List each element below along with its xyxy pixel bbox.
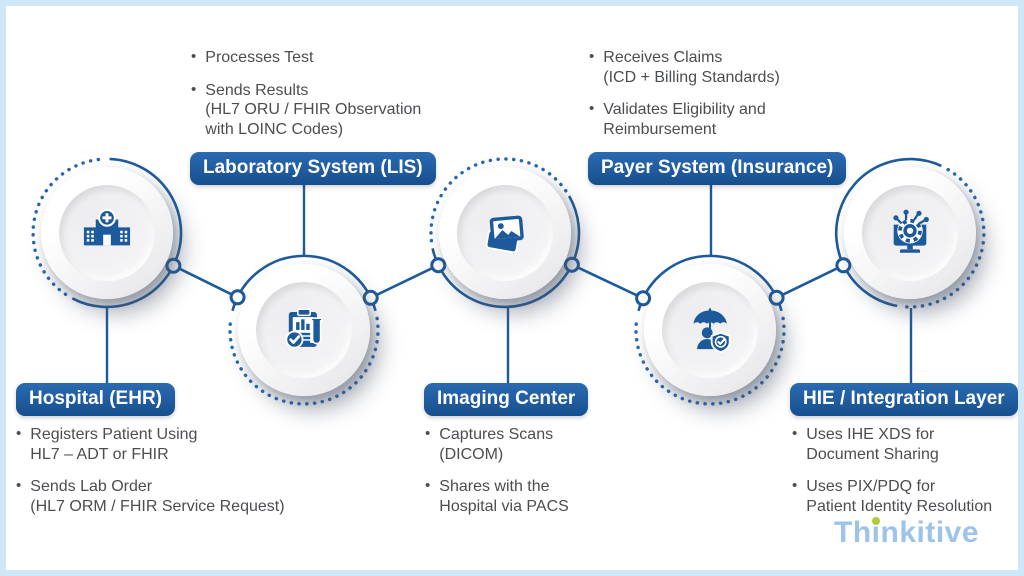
bullet-item: Sends Results (HL7 ORU / FHIR Observatio… xyxy=(191,81,451,140)
badge-laboratory-lis: Laboratory System (LIS) xyxy=(190,152,436,185)
bullets-hospital: Registers Patient Using HL7 – ADT or FHI… xyxy=(16,425,346,529)
node-circle-inner xyxy=(662,282,758,378)
medical-image-icon xyxy=(485,215,524,254)
node-circle-inner xyxy=(862,185,958,281)
bullet-item: Receives Claims (ICD + Billing Standards… xyxy=(589,48,849,87)
lab-report-test-tube-icon xyxy=(285,308,323,349)
node-circle-inner xyxy=(457,185,553,281)
bullets-laboratory: Processes Test Sends Results (HL7 ORU / … xyxy=(191,48,451,152)
bullet-item: Captures Scans (DICOM) xyxy=(425,425,625,464)
badge-payer-insurance: Payer System (Insurance) xyxy=(588,152,847,185)
node-circle-inner xyxy=(256,282,352,378)
badge-imaging-center: Imaging Center xyxy=(424,383,589,416)
bullet-item: Uses PIX/PDQ for Patient Identity Resolu… xyxy=(792,477,1022,516)
logo-letter-i-green-dot: i xyxy=(871,516,881,549)
badge-hie-integration: HIE / Integration Layer xyxy=(790,383,1018,416)
hospital-building-icon xyxy=(83,208,131,246)
bullets-imaging: Captures Scans (DICOM) Shares with the H… xyxy=(425,425,625,529)
node-circle-hospital xyxy=(41,167,173,299)
bullet-item: Registers Patient Using HL7 – ADT or FHI… xyxy=(16,425,346,464)
node-circle-laboratory xyxy=(238,264,370,396)
integration-monitor-gear-icon xyxy=(893,209,929,253)
thinkitive-logo: Thinkitive xyxy=(834,516,979,550)
bullet-item: Processes Test xyxy=(191,48,451,68)
bullets-hie: Uses IHE XDS for Document Sharing Uses P… xyxy=(792,425,1022,529)
bullet-item: Uses IHE XDS for Document Sharing xyxy=(792,425,1022,464)
node-circle-imaging xyxy=(439,167,571,299)
logo-text-part3: nkitive xyxy=(880,516,980,549)
node-circle-hie xyxy=(844,167,976,299)
bullet-item: Validates Eligibility and Reimbursement xyxy=(589,100,849,139)
bullets-payer: Receives Claims (ICD + Billing Standards… xyxy=(589,48,849,152)
insurance-umbrella-shield-icon xyxy=(693,308,731,354)
bullet-item: Shares with the Hospital via PACS xyxy=(425,477,625,516)
bullet-item: Sends Lab Order (HL7 ORM / FHIR Service … xyxy=(16,477,346,516)
node-circle-inner xyxy=(59,185,155,281)
node-circle-payer xyxy=(644,264,776,396)
logo-text-part1: Th xyxy=(834,516,872,549)
badge-hospital-ehr: Hospital (EHR) xyxy=(16,383,175,416)
